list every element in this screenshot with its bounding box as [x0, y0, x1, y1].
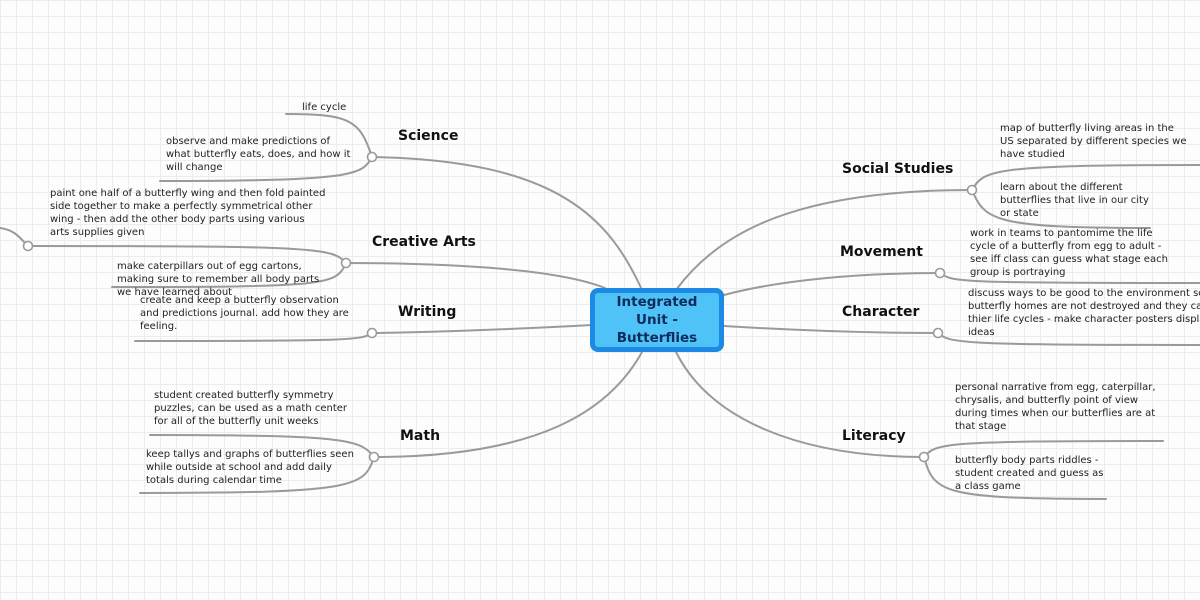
- collapse-knob-math[interactable]: [368, 451, 380, 463]
- branch-math[interactable]: Math: [400, 428, 441, 444]
- connector-movement-leaf-1: [939, 272, 1200, 284]
- connector-social-studies-leaf-2: [971, 189, 1151, 229]
- leaf-social-studies-2[interactable]: learn about the different butterflies th…: [1000, 182, 1149, 219]
- leaf-creative-arts-2[interactable]: make caterpillars out of egg cartons, ma…: [117, 261, 320, 298]
- leaf-math-2[interactable]: keep tallys and graphs of butterflies se…: [146, 449, 354, 486]
- leaf-literacy-2[interactable]: butterfly body parts riddles - student c…: [955, 455, 1104, 492]
- connector-character-leaf-1: [937, 332, 1200, 346]
- leaf-literacy-1[interactable]: personal narrative from egg, caterpillar…: [955, 382, 1156, 432]
- collapse-knob-character[interactable]: [932, 327, 944, 339]
- central-topic[interactable]: Integrated Unit - Butterflies: [590, 288, 724, 352]
- branch-science[interactable]: Science: [398, 128, 459, 144]
- collapse-knob-literacy[interactable]: [918, 451, 930, 463]
- leaf-character-1[interactable]: discuss ways to be good to the environme…: [968, 287, 1200, 341]
- leaf-math-1[interactable]: student created butterfly symmetry puzzl…: [154, 390, 348, 427]
- leaf-character-1-line-2: butterfly homes are not destroyed and th…: [968, 301, 1200, 312]
- connector-math-leaf-2: [139, 456, 375, 494]
- collapse-knob-social-studies[interactable]: [966, 184, 978, 196]
- leaf-science-2[interactable]: observe and make predictions of what but…: [166, 136, 351, 173]
- collapse-knob-creative-arts-sub[interactable]: [22, 240, 34, 252]
- connector-movement: [723, 272, 941, 296]
- leaf-character-1-line-4: ideas: [968, 327, 995, 338]
- connector-science-leaf-1: [285, 113, 373, 158]
- collapse-knob-creative-arts[interactable]: [340, 257, 352, 269]
- branch-creative-arts[interactable]: Creative Arts: [372, 234, 476, 250]
- connector-science-leaf-2: [159, 156, 373, 182]
- connector-social-studies-leaf-1: [971, 164, 1200, 191]
- connector-social-studies: [675, 189, 973, 291]
- connector-literacy-leaf-1: [923, 440, 1164, 458]
- connector-creative-arts-leaf-2: [111, 262, 347, 288]
- leaf-science-1[interactable]: life cycle: [302, 102, 347, 113]
- leaf-creative-arts-1[interactable]: paint one half of a butterfly wing and t…: [50, 188, 326, 238]
- connector-math-leaf-1: [149, 434, 375, 458]
- connector-creative-arts-leaf-1: [27, 245, 347, 264]
- branch-literacy[interactable]: Literacy: [842, 428, 906, 444]
- connector-writing-leaf-1: [134, 332, 373, 342]
- branch-character[interactable]: Character: [842, 304, 920, 320]
- connector-literacy: [675, 351, 925, 458]
- collapse-knob-writing[interactable]: [366, 327, 378, 339]
- leaf-movement-1[interactable]: work in teams to pantomime the life cycl…: [970, 228, 1168, 278]
- connector-writing: [371, 324, 593, 334]
- collapse-knob-movement[interactable]: [934, 267, 946, 279]
- connector-science: [371, 156, 643, 291]
- leaf-character-1-line-3: thier life cycles - make character poste…: [968, 314, 1200, 325]
- collapse-knob-science[interactable]: [366, 151, 378, 163]
- connector-creative-arts: [345, 262, 606, 289]
- connector-character: [723, 325, 939, 334]
- branch-social-studies[interactable]: Social Studies: [842, 161, 954, 177]
- central-topic-label: Integrated Unit - Butterflies: [616, 293, 698, 347]
- branch-writing[interactable]: Writing: [398, 304, 457, 320]
- leaf-writing-1[interactable]: create and keep a butterfly observation …: [140, 295, 349, 332]
- connector-literacy-leaf-2: [923, 456, 1107, 500]
- branch-movement[interactable]: Movement: [840, 244, 923, 260]
- leaf-character-1-line-1: discuss ways to be good to the environme…: [968, 288, 1200, 299]
- connector-math: [373, 351, 643, 458]
- leaf-social-studies-1[interactable]: map of butterfly living areas in the US …: [1000, 123, 1187, 160]
